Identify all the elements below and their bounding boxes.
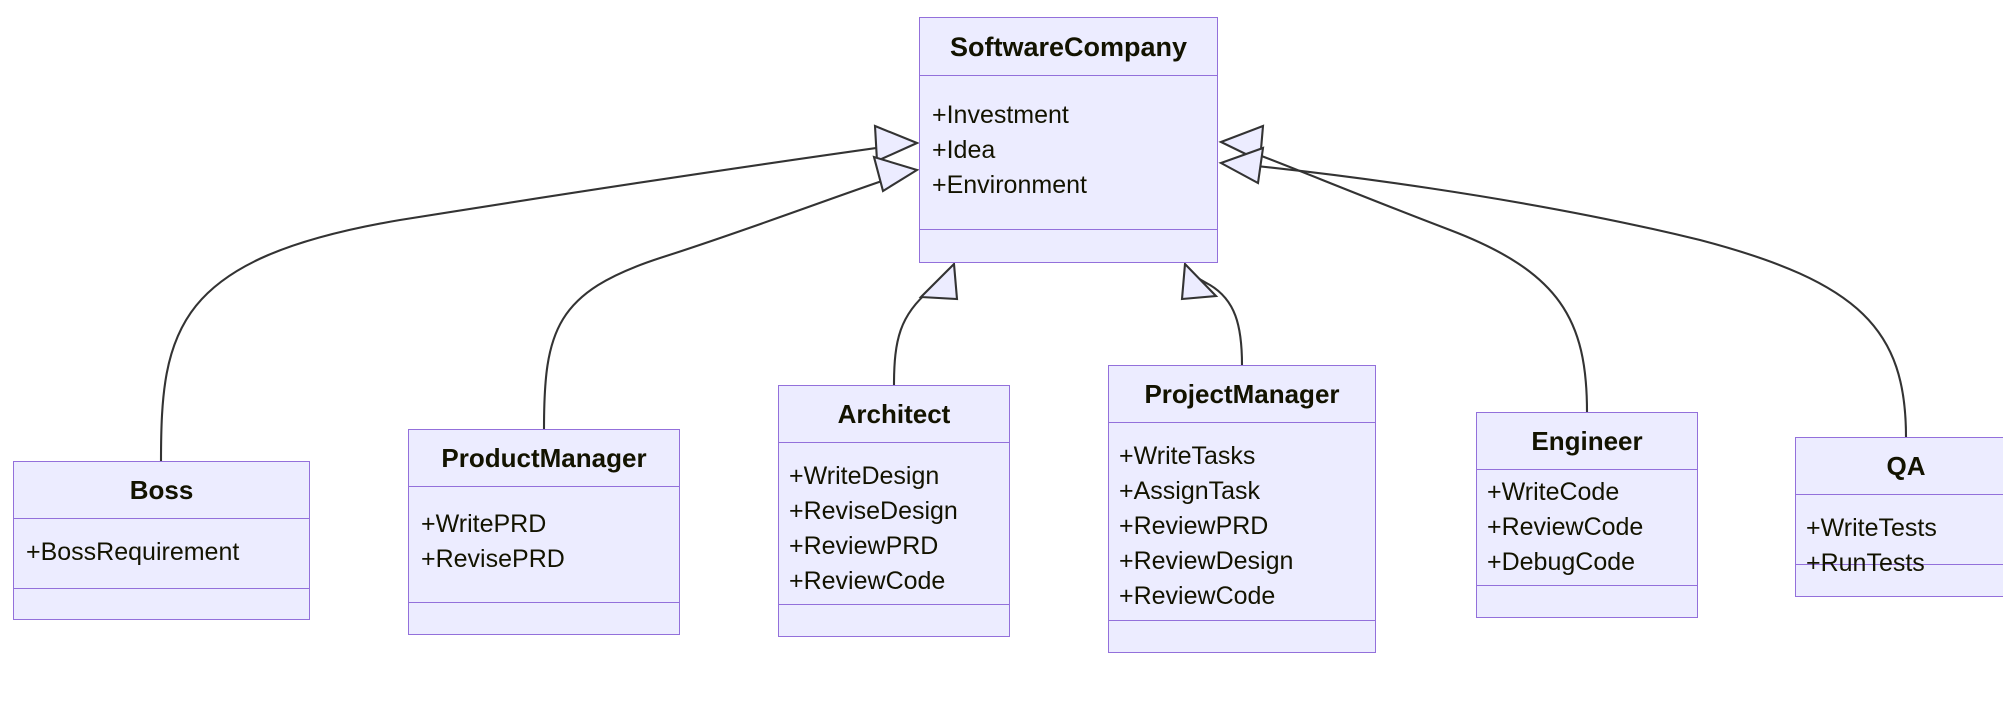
class-attribute-row: +WritePRD [421, 510, 547, 538]
class-title-qa: QA [1796, 438, 2003, 495]
class-methods-engineer [1477, 586, 1697, 617]
inheritance-arrowhead-architect [918, 261, 959, 301]
class-attribute-row: +RevisePRD [421, 545, 565, 573]
class-attribute-row: +AssignTask [1119, 477, 1261, 505]
class-methods-qa [1796, 565, 2003, 596]
class-attribute-row: +Investment [932, 101, 1069, 129]
class-attribute-row: +ReviewCode [1119, 582, 1276, 610]
class-attributes-software-company: +Investment +Idea +Environment [920, 76, 1217, 230]
class-methods-project-manager [1109, 621, 1375, 652]
class-attribute-row: +ReviewPRD [789, 532, 939, 560]
class-node-architect[interactable]: Architect +WriteDesign +ReviseDesign +Re… [778, 385, 1010, 637]
class-title-boss: Boss [14, 462, 309, 519]
class-title-project-manager: ProjectManager [1109, 366, 1375, 423]
edge-architect-to-softwarecompany [892, 268, 953, 386]
inheritance-arrowhead-qa [1218, 146, 1265, 185]
class-attribute-row: +ReviewCode [789, 567, 946, 595]
class-attributes-project-manager: +WriteTasks +AssignTask +ReviewPRD +Revi… [1109, 423, 1375, 621]
class-attribute-row: +ReviewDesign [1119, 547, 1294, 575]
edge-projectmanager-to-softwarecompany [1186, 267, 1244, 366]
class-attribute-row: +WriteTasks [1119, 442, 1256, 470]
class-attribute-row: +ReviewPRD [1119, 512, 1269, 540]
class-title-software-company: SoftwareCompany [920, 18, 1217, 76]
inheritance-arrowhead-productmanager [872, 155, 920, 193]
class-methods-boss [14, 589, 309, 619]
class-title-engineer: Engineer [1477, 413, 1697, 470]
class-node-engineer[interactable]: Engineer +WriteCode +ReviewCode +DebugCo… [1476, 412, 1698, 618]
class-title-product-manager: ProductManager [409, 430, 679, 487]
class-node-boss[interactable]: Boss +BossRequirement [13, 461, 310, 620]
class-methods-software-company [920, 230, 1217, 262]
class-attribute-row: +WriteDesign [789, 462, 940, 490]
class-attribute-row: +ReviewCode [1487, 513, 1644, 541]
class-attribute-row: +DebugCode [1487, 548, 1636, 576]
class-attributes-engineer: +WriteCode +ReviewCode +DebugCode [1477, 470, 1697, 586]
class-title-architect: Architect [779, 386, 1009, 443]
class-attributes-qa: +WriteTests +RunTests [1796, 495, 2003, 577]
inheritance-arrowhead-projectmanager [1180, 261, 1219, 301]
class-attribute-row: +ReviseDesign [789, 497, 958, 525]
class-node-product-manager[interactable]: ProductManager +WritePRD +RevisePRD [408, 429, 680, 635]
class-attributes-boss: +BossRequirement [14, 519, 309, 589]
class-attribute-row: +BossRequirement [26, 538, 240, 566]
class-node-project-manager[interactable]: ProjectManager +WriteTasks +AssignTask +… [1108, 365, 1376, 653]
class-attribute-row: +Idea [932, 136, 996, 164]
class-methods-product-manager [409, 603, 679, 634]
class-attribute-row: +Environment [932, 171, 1087, 199]
class-attribute-row: +WriteTests [1806, 514, 1937, 542]
class-node-software-company[interactable]: SoftwareCompany +Investment +Idea +Envir… [919, 17, 1218, 263]
class-attribute-row: +RunTests [1806, 549, 1925, 577]
class-attributes-architect: +WriteDesign +ReviseDesign +ReviewPRD +R… [779, 443, 1009, 605]
class-methods-architect [779, 605, 1009, 636]
class-attributes-product-manager: +WritePRD +RevisePRD [409, 487, 679, 603]
class-node-qa[interactable]: QA +WriteTests +RunTests [1795, 437, 2003, 597]
inheritance-arrowhead-engineer [1218, 124, 1265, 163]
class-attribute-row: +WriteCode [1487, 478, 1620, 506]
inheritance-arrowhead-boss [873, 124, 920, 163]
